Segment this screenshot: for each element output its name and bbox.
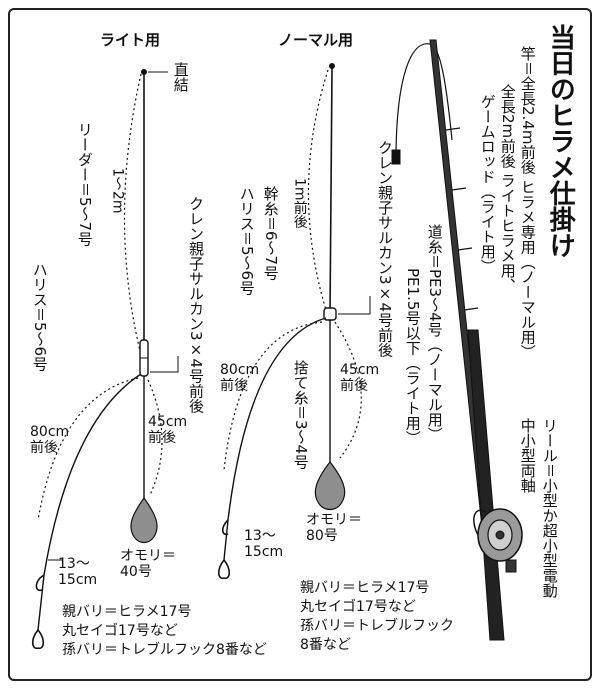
rod-guide — [463, 307, 479, 311]
light-hook-spec-3: 孫バリ＝トレブルフック8番など — [62, 642, 267, 658]
normal-hook-gap: 13～15cm — [244, 528, 284, 561]
light-swivel-label: クレン親子サルカン3×4号前後 — [187, 196, 205, 414]
rod-guide — [445, 127, 461, 131]
rod-guide — [451, 187, 467, 191]
normal-harisu-line — [223, 317, 327, 561]
normal-hook-spec-4: 8番など — [300, 637, 351, 653]
light-branch-length: 80cm前後 — [30, 424, 70, 457]
normal-branch-arc — [223, 321, 323, 471]
normal-sute-label: 捨て糸＝3～4号 — [291, 360, 310, 470]
light-knot — [141, 69, 147, 75]
light-heading: ライト用 — [100, 31, 161, 49]
light-harisu-line — [37, 373, 142, 631]
light-direct-label: 直結 — [171, 62, 190, 92]
light-leader-arc — [123, 73, 142, 356]
normal-trunk-line — [329, 67, 333, 316]
normal-trunk-length: 1m前後 — [291, 178, 308, 229]
light-rig — [31, 69, 179, 650]
rod-spec-2: 全長2m前後 ライトヒラメ用、 — [498, 84, 517, 293]
normal-hook-spec-3: 孫バリ＝トレブルフック — [300, 618, 454, 634]
reel — [473, 508, 523, 573]
light-sinker-arc — [147, 379, 163, 496]
normal-heading: ノーマル用 — [278, 31, 354, 49]
normal-rig — [217, 63, 371, 580]
light-leader-label: リーダー＝5～7号 — [75, 122, 94, 247]
normal-swivel-pointer — [338, 296, 371, 315]
light-harisu-label: ハリス＝5～6号 — [30, 262, 49, 372]
light-main-hook — [35, 574, 45, 592]
normal-swivel-label: クレン親子サルカン3×4号前後 — [376, 140, 394, 358]
light-leader-length: 1～2m — [109, 168, 126, 214]
diagram-frame — [8, 8, 592, 681]
diagram-title: 当日のヒラメ仕掛け — [545, 24, 576, 258]
light-sinker-label: オモリ＝40号 — [120, 548, 176, 581]
light-treble-hook — [31, 629, 45, 650]
reel-spec-1: リール＝小型か超小型電動 — [540, 418, 559, 599]
mainline-spec-1: 道糸＝PE3～4号（ノーマル用） — [425, 224, 444, 442]
light-hook-spec-2: 丸セイゴ17号など — [62, 623, 178, 639]
normal-sinker — [314, 461, 346, 511]
light-branch-arc — [37, 377, 139, 521]
light-sinker-length: 45cm前後 — [148, 414, 188, 447]
rod-tip-swivel — [391, 149, 401, 165]
normal-trunk-label: 幹糸＝6～7号 — [261, 186, 280, 281]
mainline-spec-2: PE1.5号以下（ライト用） — [403, 268, 422, 446]
light-sinker — [130, 496, 158, 544]
normal-treble-hook — [217, 559, 231, 580]
reel-spec-2: 中小型両軸 — [518, 418, 537, 493]
normal-trunk-arc — [307, 69, 329, 311]
normal-harisu-label: ハリス＝5～6号 — [237, 186, 256, 296]
rod-guide — [457, 247, 473, 251]
normal-sinker-label: オモリ＝80号 — [306, 512, 362, 545]
normal-hook-spec-1: 親バリ＝ヒラメ17号 — [300, 580, 430, 596]
normal-sinker-length: 45cm前後 — [340, 362, 380, 395]
normal-sinker-arc — [334, 321, 362, 459]
rod-butt — [467, 329, 505, 641]
rod-spec-3: ゲームロッド（ライト用） — [478, 94, 497, 274]
normal-branch-length: 80cm前後 — [220, 362, 260, 395]
normal-hook-spec-2: 丸セイゴ17号など — [300, 599, 416, 615]
normal-main-hook — [221, 519, 229, 536]
rod — [391, 39, 523, 641]
light-swivel-pointer — [150, 356, 179, 373]
light-hook-gap: 13～15cm — [58, 556, 98, 589]
light-hook-spec-1: 親バリ＝ヒラメ17号 — [62, 604, 192, 620]
normal-knot — [329, 63, 335, 69]
rod-spec-1: 竿＝全長2.4m前後 ヒラメ専用（ノーマル用） — [518, 46, 537, 360]
